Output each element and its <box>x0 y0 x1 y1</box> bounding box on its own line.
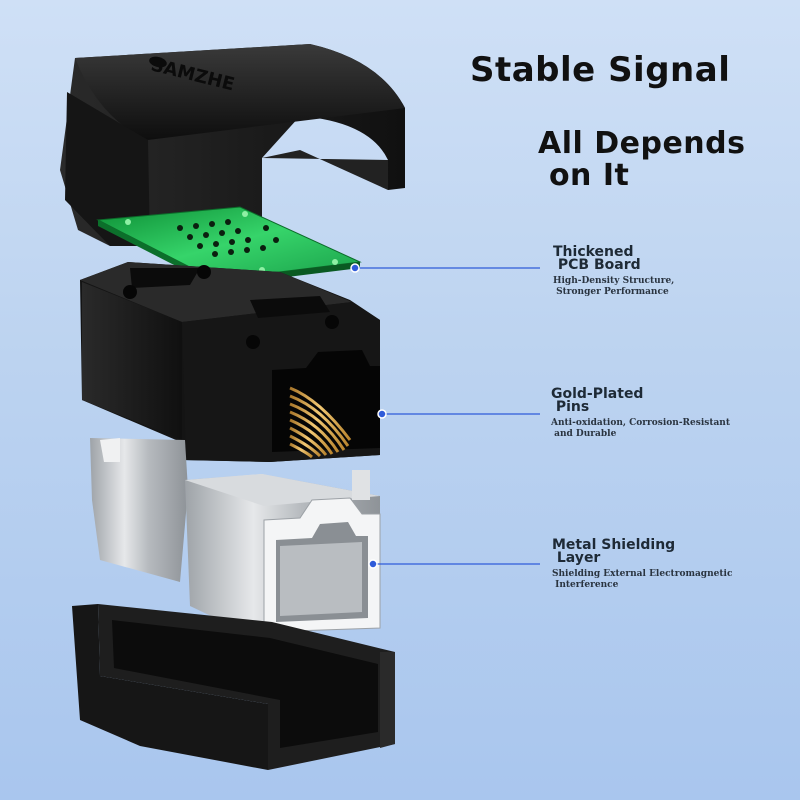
headline-all-depends: All Depends on It <box>538 126 746 193</box>
gold-plated-pins <box>289 386 352 459</box>
callout-title: Metal Shielding Layer <box>552 537 676 566</box>
callout-title: Thickened PCB Board <box>553 244 641 273</box>
rj45-port-front <box>272 350 380 459</box>
pcb-marker-dot <box>350 263 360 273</box>
callout-metal-shielding: Metal Shielding Layer Shielding External… <box>552 537 733 591</box>
metal-shield <box>90 438 381 633</box>
brand-logo-icon <box>149 56 167 68</box>
callout-description: Shielding External Electromagnetic Inter… <box>552 569 733 590</box>
callout-pcb-board: Thickened PCB Board High-Density Structu… <box>553 244 675 298</box>
metal-port-front <box>263 497 381 633</box>
bottom-cover <box>72 604 395 770</box>
leader-lines <box>350 263 540 569</box>
top-cover: SAMZHE <box>60 44 405 246</box>
headline-stable-signal: Stable Signal <box>470 50 731 90</box>
pins-marker-dot <box>377 409 387 419</box>
callout-title: Gold-Plated Pins <box>551 386 644 415</box>
callout-description: High-Density Structure, Stronger Perform… <box>553 276 675 297</box>
callout-description: Anti-oxidation, Corrosion-Resistant and … <box>551 418 731 439</box>
callout-gold-pins: Gold-Plated Pins Anti-oxidation, Corrosi… <box>551 386 731 440</box>
shield-marker-dot <box>368 559 378 569</box>
port-housing <box>80 262 380 462</box>
